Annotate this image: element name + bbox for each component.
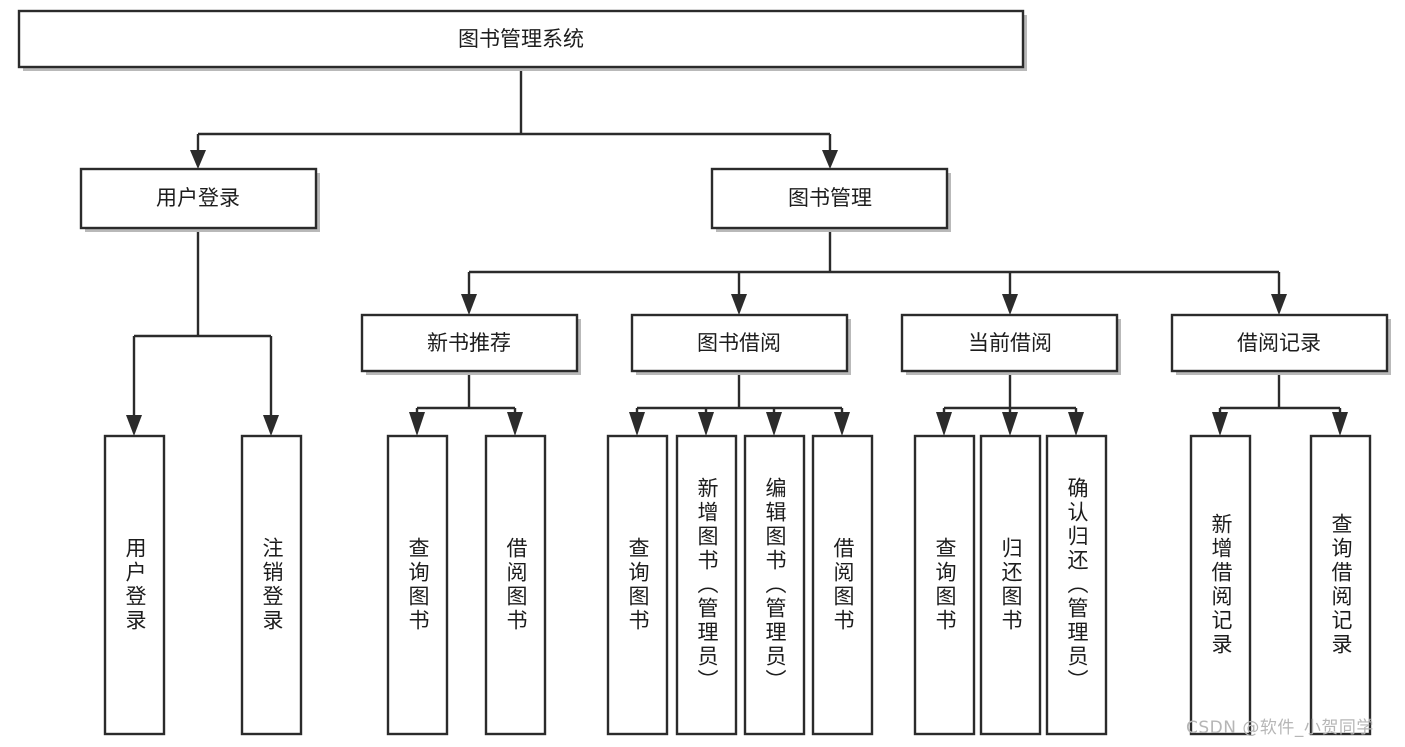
- node-leaf-query-record[interactable]: 查询借阅记录: [1309, 434, 1372, 736]
- node-leaf-query-book-2-box: [606, 434, 669, 736]
- arrow-to-book-borrow: [731, 294, 747, 315]
- node-user-login[interactable]: 用户登录: [79, 167, 320, 232]
- node-book-borrow[interactable]: 图书借阅: [630, 313, 851, 375]
- connector-group-user-login: [126, 232, 279, 436]
- node-new-book-rec-label: 新书推荐: [427, 331, 511, 355]
- node-leaf-borrow-book-1-box: [484, 434, 547, 736]
- node-leaf-return-book[interactable]: 归还图书: [979, 434, 1042, 736]
- arrow-to-borrow-record: [1271, 294, 1287, 315]
- node-book-manage-box: [710, 167, 949, 230]
- node-book-manage-label: 图书管理: [788, 186, 872, 210]
- node-leaf-add-book[interactable]: 新增图书（管理员）: [675, 434, 738, 736]
- node-current-borrow-box: [900, 313, 1119, 373]
- node-leaf-query-book-2[interactable]: 查询图书: [606, 434, 669, 736]
- arrow-to-leaf-borrow-book-1: [507, 412, 523, 436]
- arrow-to-leaf-query-record: [1332, 412, 1348, 436]
- node-leaf-query-book-2-label: 查询图书: [626, 537, 650, 633]
- node-leaf-edit-book-label: 编辑图书（管理员）: [763, 477, 787, 693]
- node-leaf-query-record-label: 查询借阅记录: [1329, 513, 1353, 657]
- arrow-to-leaf-query-book-3: [936, 412, 952, 436]
- node-leaf-user-logout-label: 注销登录: [260, 537, 284, 633]
- node-leaf-add-record-box: [1189, 434, 1252, 736]
- node-leaf-borrow-book-2-label: 借阅图书: [831, 537, 855, 633]
- node-borrow-record-label: 借阅记录: [1237, 331, 1321, 355]
- node-leaf-return-book-label: 归还图书: [999, 537, 1023, 633]
- node-new-book-rec-box: [360, 313, 579, 373]
- node-borrow-record-box: [1170, 313, 1389, 373]
- node-leaf-borrow-book-1-label: 借阅图书: [504, 537, 528, 633]
- node-leaf-query-record-box: [1309, 434, 1372, 736]
- node-leaf-query-book-3-label: 查询图书: [933, 537, 957, 633]
- node-leaf-borrow-book-1[interactable]: 借阅图书: [484, 434, 547, 736]
- arrow-to-new-book-rec: [461, 294, 477, 315]
- connector-group-book-borrow: [629, 375, 850, 436]
- node-book-borrow-label: 图书借阅: [697, 331, 781, 355]
- node-leaf-user-login-box: [103, 434, 166, 736]
- node-new-book-rec[interactable]: 新书推荐: [360, 313, 581, 375]
- node-leaf-user-login[interactable]: 用户登录: [103, 434, 166, 736]
- node-leaf-user-logout-box: [240, 434, 303, 736]
- connector-group-new-book-rec: [409, 375, 523, 436]
- arrow-to-leaf-query-book-2: [629, 412, 645, 436]
- node-leaf-query-book-3[interactable]: 查询图书: [913, 434, 976, 736]
- connector-group-current-borrow: [936, 375, 1084, 436]
- node-leaf-user-logout[interactable]: 注销登录: [240, 434, 303, 736]
- arrow-to-leaf-user-login: [126, 415, 142, 436]
- node-user-login-label: 用户登录: [156, 186, 240, 210]
- arrow-root-to-book-manage: [822, 150, 838, 169]
- node-current-borrow[interactable]: 当前借阅: [900, 313, 1121, 375]
- arrow-to-leaf-edit-book: [766, 412, 782, 436]
- node-root-box: [17, 9, 1025, 69]
- arrow-to-leaf-return-book: [1002, 412, 1018, 436]
- connector-group-borrow-record: [1212, 375, 1348, 436]
- arrow-to-leaf-confirm-return: [1068, 412, 1084, 436]
- arrow-root-to-user-login: [190, 150, 206, 169]
- node-leaf-user-login-label: 用户登录: [123, 537, 147, 633]
- node-leaf-confirm-return[interactable]: 确认归还（管理员）: [1045, 434, 1108, 736]
- node-leaf-borrow-book-2-box: [811, 434, 874, 736]
- node-leaf-borrow-book-2[interactable]: 借阅图书: [811, 434, 874, 736]
- arrow-to-leaf-add-book: [698, 412, 714, 436]
- node-leaf-add-record[interactable]: 新增借阅记录: [1189, 434, 1252, 736]
- node-book-borrow-box: [630, 313, 849, 373]
- arrow-to-leaf-borrow-book-2: [834, 412, 850, 436]
- node-borrow-record[interactable]: 借阅记录: [1170, 313, 1391, 375]
- node-leaf-edit-book-box: [743, 434, 806, 736]
- node-leaf-query-book-3-box: [913, 434, 976, 736]
- node-leaf-query-book-1[interactable]: 查询图书: [386, 434, 449, 736]
- node-leaf-add-book-box: [675, 434, 738, 736]
- arrow-to-leaf-user-logout: [263, 415, 279, 436]
- node-leaf-query-book-1-box: [386, 434, 449, 736]
- arrow-to-current-borrow: [1002, 294, 1018, 315]
- node-leaf-add-book-label: 新增图书（管理员）: [695, 477, 719, 693]
- connector-group-book-manage: [461, 232, 1287, 315]
- arrow-to-leaf-add-record: [1212, 412, 1228, 436]
- node-leaf-return-book-box: [979, 434, 1042, 736]
- node-root[interactable]: 图书管理系统: [17, 9, 1027, 71]
- node-leaf-confirm-return-label: 确认归还（管理员）: [1065, 477, 1089, 693]
- node-book-manage[interactable]: 图书管理: [710, 167, 951, 232]
- node-leaf-add-record-label: 新增借阅记录: [1209, 513, 1233, 657]
- arrow-to-leaf-query-book-1: [409, 412, 425, 436]
- node-current-borrow-label: 当前借阅: [968, 331, 1052, 355]
- node-leaf-query-book-1-label: 查询图书: [406, 537, 430, 633]
- node-root-label: 图书管理系统: [458, 27, 584, 51]
- node-leaf-edit-book[interactable]: 编辑图书（管理员）: [743, 434, 806, 736]
- node-leaf-confirm-return-box: [1045, 434, 1108, 736]
- csdn-watermark: CSDN @软件_小贺同学: [1186, 718, 1374, 738]
- connector-group-root: [190, 67, 838, 169]
- node-user-login-box: [79, 167, 318, 230]
